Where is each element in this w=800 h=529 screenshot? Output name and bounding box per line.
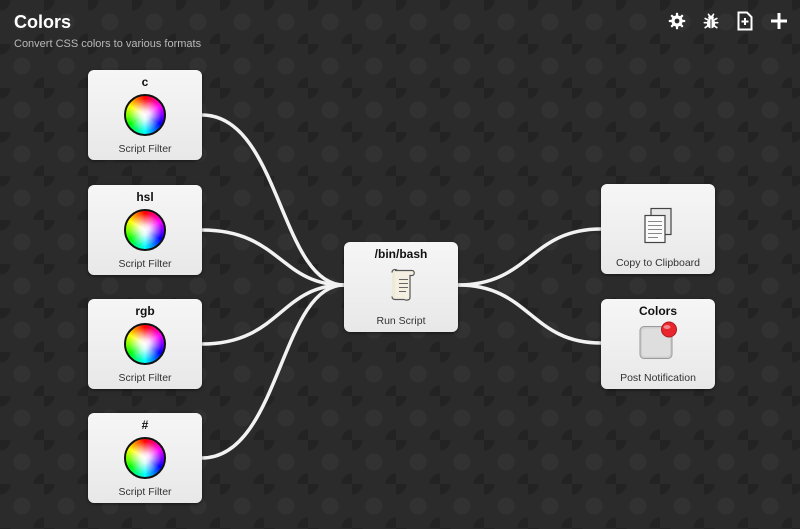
color-wheel-icon bbox=[124, 209, 166, 251]
script-filter-node-c[interactable]: c Script Filter bbox=[88, 70, 202, 160]
node-keyword: # bbox=[141, 418, 149, 432]
node-type-label: Script Filter bbox=[118, 372, 172, 384]
notification-icon bbox=[637, 321, 679, 368]
color-wheel-icon bbox=[124, 323, 166, 365]
node-type-label: Run Script bbox=[376, 315, 426, 327]
script-scroll-icon bbox=[384, 267, 418, 308]
plus-icon[interactable] bbox=[768, 10, 790, 32]
node-type-label: Script Filter bbox=[118, 143, 172, 155]
node-keyword: rgb bbox=[135, 304, 155, 318]
post-notification-node[interactable]: Colors Post Notification bbox=[601, 299, 715, 389]
node-script-path: /bin/bash bbox=[374, 247, 428, 261]
color-wheel-icon bbox=[124, 437, 166, 479]
workflow-subtitle: Convert CSS colors to various formats bbox=[14, 38, 202, 50]
wire-hsl-to-bash bbox=[200, 228, 346, 287]
wire-hash-to-bash bbox=[200, 283, 346, 460]
bug-icon[interactable] bbox=[700, 10, 722, 32]
node-title: Colors bbox=[638, 304, 677, 318]
color-wheel-icon bbox=[124, 94, 166, 136]
wire-c-to-bash bbox=[200, 113, 346, 287]
script-filter-node-hash[interactable]: # Script Filter bbox=[88, 413, 202, 503]
node-type-label: Script Filter bbox=[118, 258, 172, 270]
wire-rgb-to-bash bbox=[200, 283, 346, 346]
node-type-label: Post Notification bbox=[620, 372, 696, 384]
node-type-label: Script Filter bbox=[118, 486, 172, 498]
workflow-title: Colors bbox=[14, 12, 72, 32]
toolbar bbox=[666, 10, 790, 32]
wire-bash-to-clipboard bbox=[456, 227, 603, 287]
node-keyword: hsl bbox=[136, 190, 154, 204]
export-icon[interactable] bbox=[734, 10, 756, 32]
copy-to-clipboard-node[interactable]: Copy to Clipboard bbox=[601, 184, 715, 274]
run-script-node[interactable]: /bin/bash Run Script bbox=[344, 242, 458, 332]
gear-icon[interactable] bbox=[666, 10, 688, 32]
script-filter-node-rgb[interactable]: rgb Script Filter bbox=[88, 299, 202, 389]
script-filter-node-hsl[interactable]: hsl Script Filter bbox=[88, 185, 202, 275]
clipboard-copy-icon bbox=[641, 207, 675, 252]
node-keyword: c bbox=[141, 75, 149, 89]
node-type-label: Copy to Clipboard bbox=[615, 257, 701, 269]
wire-bash-to-notification bbox=[456, 283, 603, 345]
